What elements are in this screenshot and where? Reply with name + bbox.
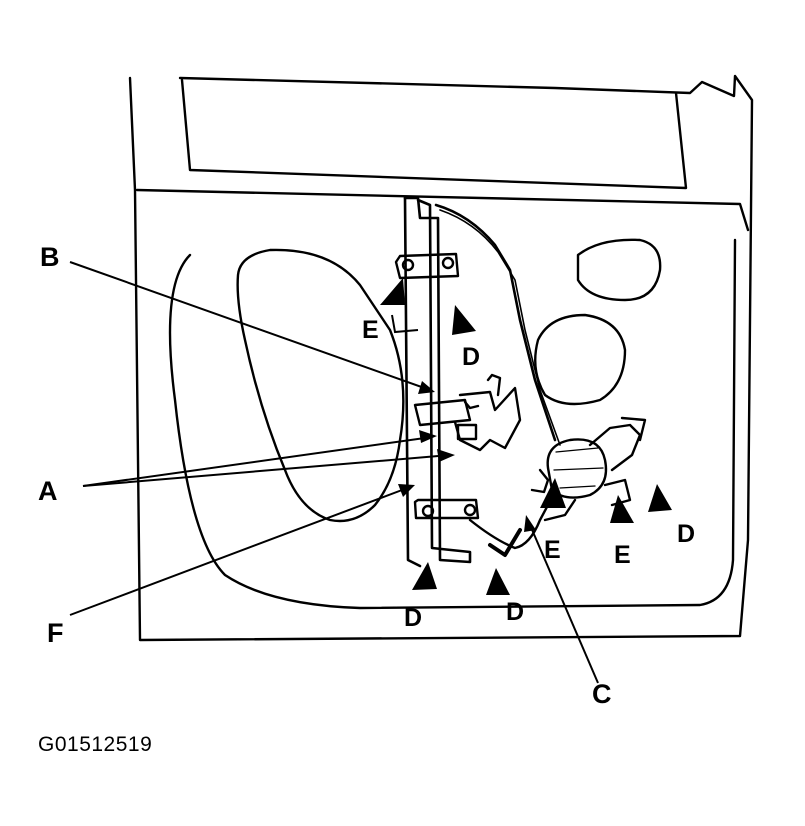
label-d-lower-left: D	[404, 604, 423, 632]
marker-d-motor	[648, 484, 672, 512]
door-panel-outline	[128, 74, 754, 642]
label-e-upper: E	[362, 316, 379, 344]
arrowhead-a-lower	[437, 449, 455, 462]
marker-d-lower-right	[486, 568, 510, 595]
label-b: B	[40, 242, 60, 272]
upper-bracket	[394, 252, 460, 280]
arrowhead-b	[418, 381, 435, 394]
regulator-cable	[434, 203, 557, 442]
label-d-motor: D	[677, 520, 696, 548]
lower-bracket	[413, 498, 480, 520]
upper-bolt-right	[441, 256, 455, 270]
motor-gear-housing	[588, 423, 642, 472]
lower-bolt-right	[463, 503, 477, 517]
glass-mount-assembly	[413, 398, 472, 427]
arrowhead-f	[398, 484, 415, 497]
label-f: F	[47, 618, 64, 648]
marker-e-upper	[380, 278, 405, 305]
window-motor	[546, 438, 608, 499]
arrowhead-c	[524, 515, 536, 532]
lower-bolt-left	[421, 504, 435, 518]
regulator-rail	[403, 196, 472, 564]
label-c: C	[592, 679, 612, 709]
label-e-motor-right: E	[614, 541, 631, 569]
marker-e-motor-left	[540, 478, 566, 508]
marker-d-upper	[452, 305, 476, 335]
label-d-lower-right: D	[506, 598, 525, 626]
access-hole-mid-right	[534, 313, 627, 406]
arrowhead-a-upper	[419, 430, 437, 443]
marker-d-lower-left	[412, 562, 437, 590]
window-opening	[180, 78, 688, 190]
marker-e-motor-right	[610, 495, 634, 523]
inner-opening-outline	[168, 238, 737, 610]
inner-panel-line	[135, 188, 750, 232]
figure-id: G01512519	[38, 733, 153, 756]
label-e-motor-left: E	[544, 536, 561, 564]
access-hole-left	[236, 248, 405, 523]
motor-wire	[543, 498, 577, 522]
upper-bolt-left	[401, 258, 415, 272]
access-hole-upper-right	[576, 238, 662, 302]
label-a: A	[38, 476, 58, 506]
label-d-upper: D	[462, 343, 481, 371]
